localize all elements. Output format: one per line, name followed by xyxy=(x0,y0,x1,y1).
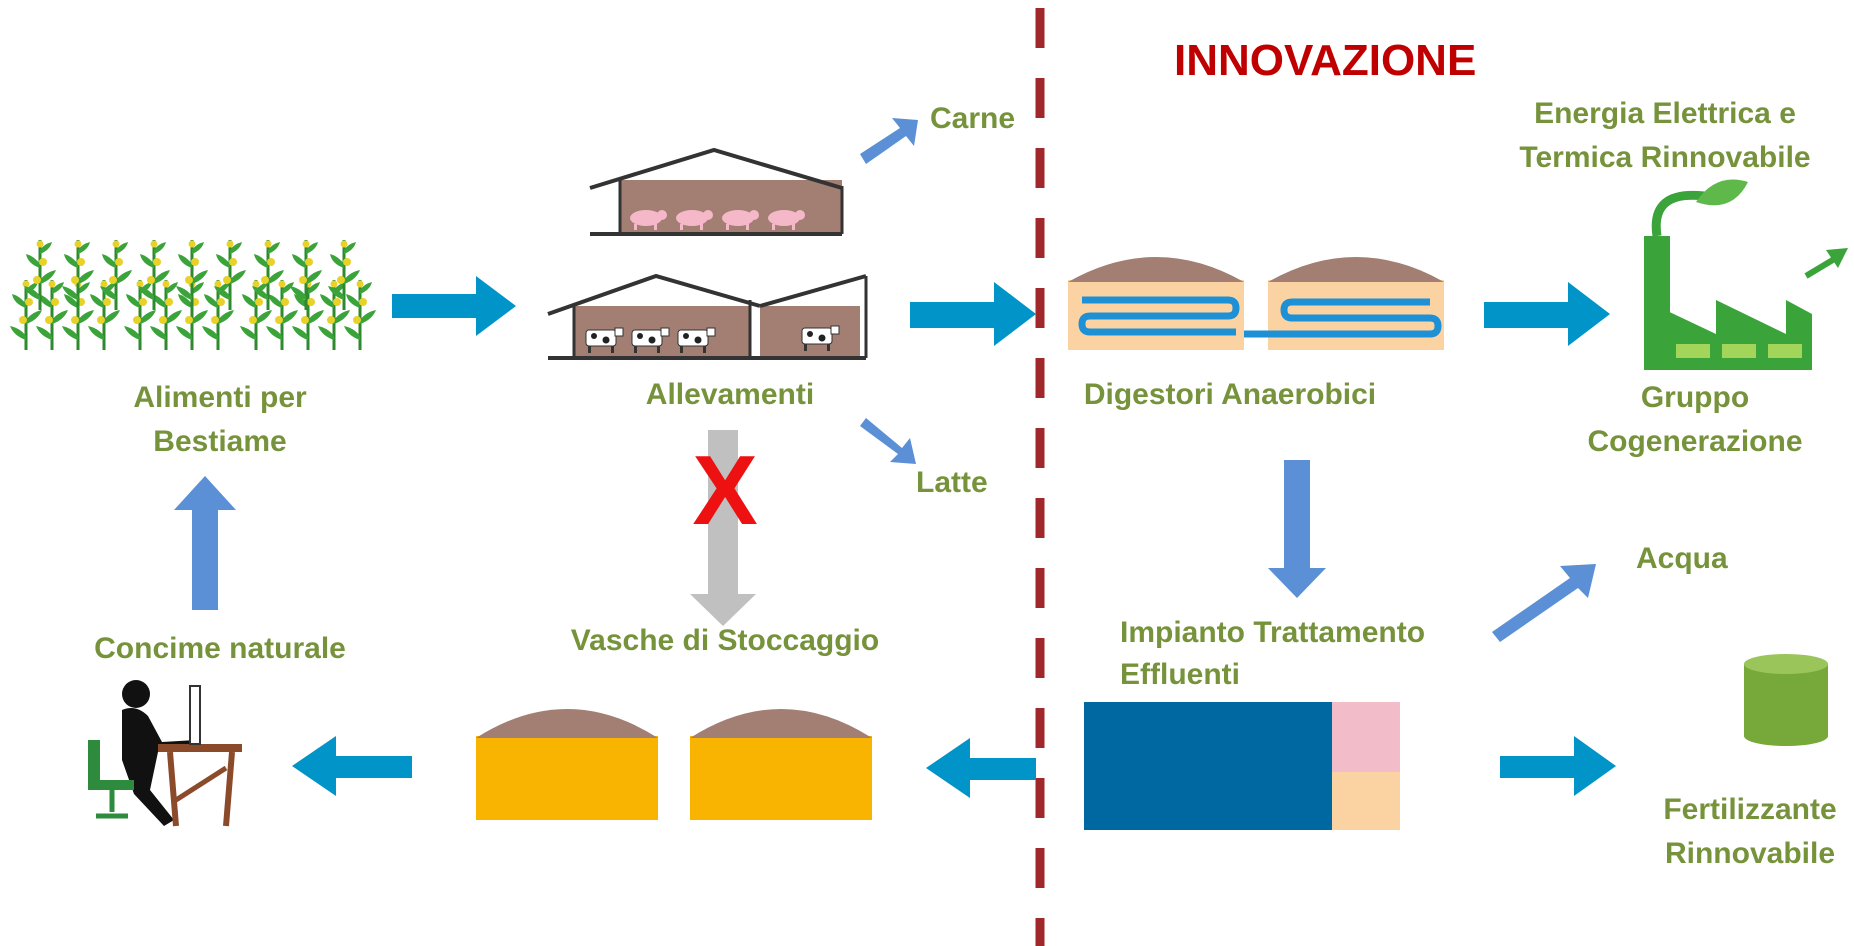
blocked-cross-mark: X xyxy=(692,435,758,545)
arrow-tanks-to-farmer xyxy=(292,736,412,796)
fertilizer-cylinder-icon xyxy=(1744,654,1828,746)
label-energia: Energia Elettrica e Termica Rinnovabile xyxy=(1490,92,1840,180)
anaerobic-digesters-icon xyxy=(1068,257,1444,350)
label-fertilizzante: Fertilizzante Rinnovabile xyxy=(1640,788,1854,876)
farmer-at-desk-icon xyxy=(88,680,242,827)
label-energia-line2: Termica Rinnovabile xyxy=(1519,141,1811,174)
crop-field-icon xyxy=(8,238,378,352)
label-alimenti-line2: Bestiame xyxy=(153,425,287,458)
label-gruppo-line2: Cogenerazione xyxy=(1587,425,1803,458)
arrow-farms-to-carne xyxy=(860,118,918,164)
label-impianto: Impianto Trattamento Effluenti xyxy=(1120,612,1440,696)
arrow-farms-to-digesters xyxy=(910,282,1036,346)
label-impianto-line2: Effluenti xyxy=(1120,658,1240,691)
label-acqua: Acqua xyxy=(1636,542,1728,575)
label-gruppo-line1: Gruppo xyxy=(1640,381,1750,414)
label-gruppo: Gruppo Cogenerazione xyxy=(1570,376,1820,464)
label-digestori: Digestori Anaerobici xyxy=(1083,378,1377,411)
effluent-treatment-plant-icon xyxy=(1084,702,1400,830)
label-concime: Concime naturale xyxy=(94,632,346,665)
arrow-concime-to-feed xyxy=(174,476,236,610)
label-impianto-line1: Impianto Trattamento xyxy=(1120,616,1426,649)
label-alimenti: Alimenti per Bestiame xyxy=(100,376,340,464)
storage-tanks-icon xyxy=(476,709,872,820)
cogeneration-factory-icon xyxy=(1644,179,1848,370)
label-latte: Latte xyxy=(916,466,988,499)
arrow-farms-to-latte xyxy=(860,418,916,464)
arrow-feed-to-farms xyxy=(392,276,516,336)
pig-barn-icon xyxy=(589,147,844,236)
arrow-treatment-to-acqua xyxy=(1492,564,1596,642)
innovation-title: INNOVAZIONE xyxy=(1174,36,1477,85)
arrow-digesters-to-cogeneration xyxy=(1484,282,1610,346)
label-fertilizzante-line1: Fertilizzante xyxy=(1663,793,1837,826)
arrow-treatment-to-tanks xyxy=(926,738,1036,798)
label-energia-line1: Energia Elettrica e xyxy=(1534,97,1796,130)
arrow-to-fertilizer xyxy=(1500,736,1616,796)
label-vasche: Vasche di Stoccaggio xyxy=(570,624,880,657)
arrow-digesters-to-treatment xyxy=(1268,460,1326,598)
arrow-farms-to-storage-blocked xyxy=(690,430,756,626)
label-allevamenti: Allevamenti xyxy=(645,378,815,411)
label-alimenti-line1: Alimenti per xyxy=(133,381,307,414)
label-fertilizzante-line2: Rinnovabile xyxy=(1664,837,1836,870)
cow-barn-icon xyxy=(547,273,868,360)
label-carne: Carne xyxy=(930,102,1016,135)
